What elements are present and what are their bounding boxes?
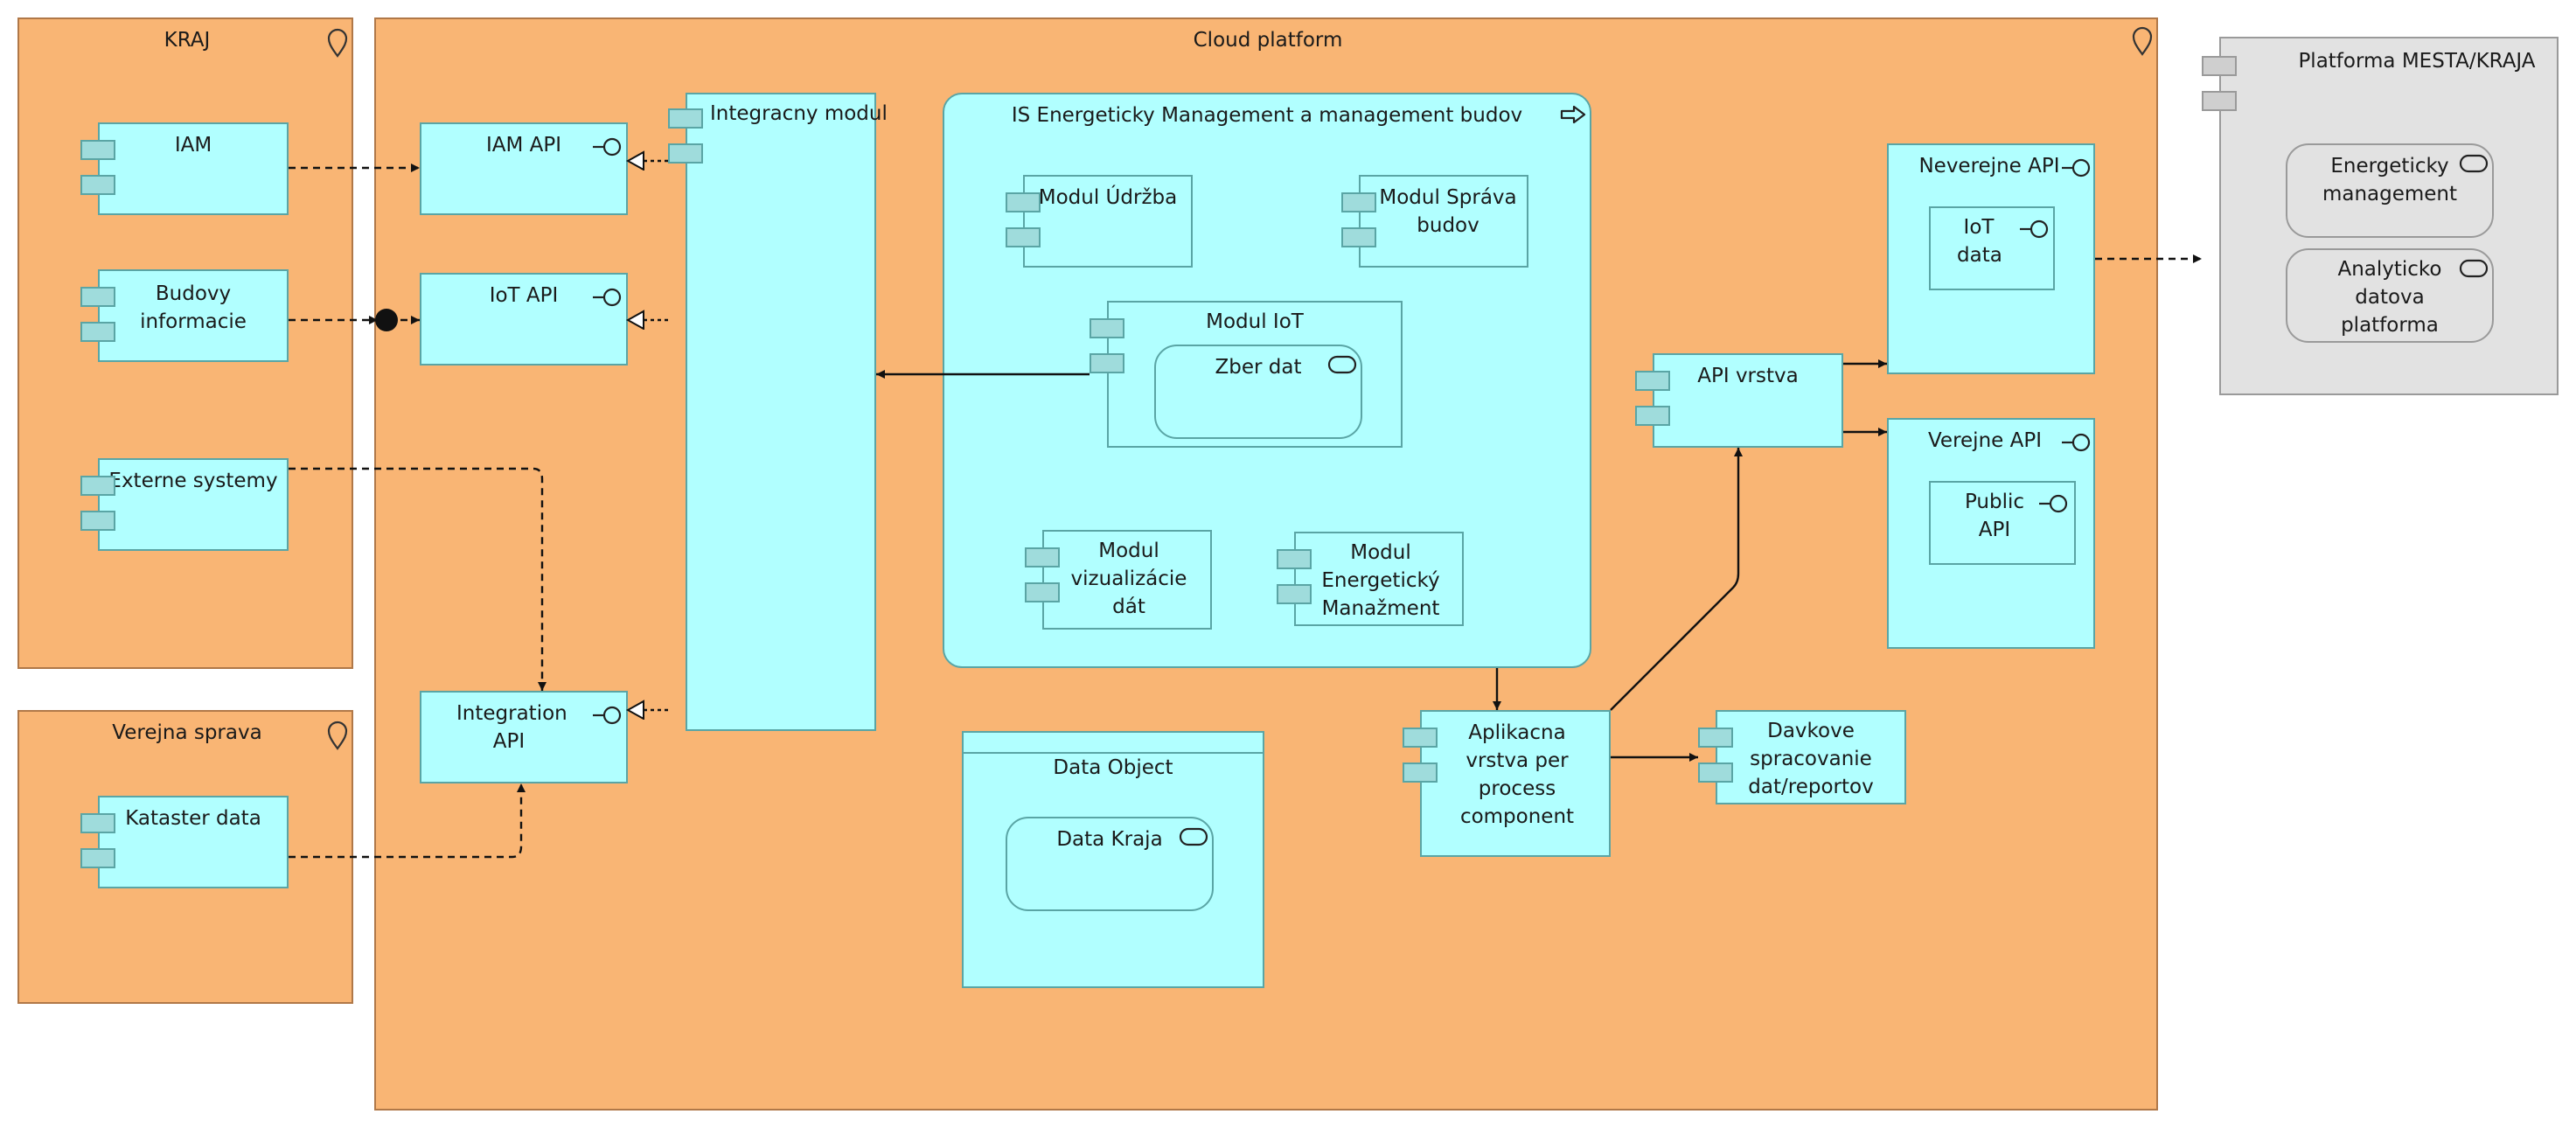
component-tab-icon [668,108,703,129]
component-tab-icon [80,848,115,868]
service-analyticko-datova-platforma[interactable]: Analyticko datova platforma [2286,248,2494,343]
component-modul-sprava-budov[interactable]: Modul Správa budov [1359,175,1528,268]
data-object-title: Data Object [1053,756,1173,779]
component-tab-icon [1090,353,1124,373]
group-platforma-label: Platforma MESTA/KRAJA [2298,50,2536,73]
component-kataster-data[interactable]: Kataster data [98,796,289,888]
component-tab-icon [80,322,115,342]
service-icon [2459,259,2489,278]
interface-public-api-label: Public API [1964,491,2025,541]
service-data-kraja-label: Data Kraja [1056,828,1163,851]
component-budovy-informacie[interactable]: Budovy informacie [98,269,289,362]
component-tab-icon [1006,192,1041,212]
component-tab-icon [1635,406,1670,426]
component-tab-icon [668,143,703,164]
component-tab-icon [1698,728,1733,748]
component-tab-icon [1341,192,1376,212]
component-tab-icon [1025,547,1060,567]
data-object[interactable]: Data Object Data Kraja [962,731,1264,988]
group-verejna-label: Verejna sprava [112,721,262,744]
interface-icon [2062,158,2091,178]
component-api-vrstva-label: API vrstva [1697,365,1799,387]
interface-public-api[interactable]: Public API [1929,481,2076,565]
component-tab-icon [80,287,115,307]
component-energeticky-label: Modul Energetický Manažment [1321,541,1440,620]
component-api-vrstva[interactable]: API vrstva [1653,353,1843,448]
component-tab-icon [80,476,115,496]
component-tab-icon [1635,371,1670,391]
service-icon [1327,355,1357,374]
component-modul-energeticky-manazment[interactable]: Modul Energetický Manažment [1294,532,1464,626]
component-budovy-label: Budovy informacie [140,282,247,333]
interface-neverejne-api[interactable]: Neverejne API IoT data [1887,143,2095,374]
component-tab-icon [1090,318,1124,338]
interface-iot-data-label: IoT data [1957,216,2002,267]
component-iam-label: IAM [174,134,212,157]
interface-icon [2062,433,2091,452]
interface-verejne-label: Verejne API [1927,429,2042,452]
group-kraj-label: KRAJ [164,29,211,52]
component-tab-icon [1698,762,1733,783]
service-data-kraja[interactable]: Data Kraja [1006,817,1214,911]
component-tab-icon [1277,584,1312,604]
component-integracny-modul[interactable]: Integracny modul [686,93,888,731]
component-kataster-label: Kataster data [125,807,261,830]
component-sprava-label: Modul Správa budov [1379,186,1517,237]
component-tab-icon [2202,56,2237,76]
component-tab-icon [1006,227,1041,247]
component-tab-icon [80,813,115,833]
service-zber-dat[interactable]: Zber dat [1154,345,1362,439]
interface-iot-api[interactable]: IoT API [420,273,628,366]
location-icon [2132,26,2153,56]
interface-integration-api[interactable]: Integration API [420,691,628,783]
component-aplikacna-label: Aplikacna vrstva per process component [1459,721,1575,828]
component-aplikacna-vrstva[interactable]: Aplikacna vrstva per process component [1420,710,1611,857]
component-tab-icon [80,511,115,531]
process-arrow-icon [1560,105,1586,124]
service-energeticky-management[interactable]: Energeticky management [2286,143,2494,238]
service-zber-label: Zber dat [1215,356,1302,379]
interface-iot-data[interactable]: IoT data [1929,206,2055,290]
component-iot-label: Modul IoT [1206,310,1304,333]
location-icon [327,28,348,58]
interface-iot-api-label: IoT API [489,284,559,307]
component-tab-icon [1277,549,1312,569]
interface-icon [593,706,622,725]
component-tab-icon [1025,582,1060,602]
component-modul-udrzba[interactable]: Modul Údržba [1023,175,1193,268]
interface-neverejne-label: Neverejne API [1918,155,2060,178]
location-icon [327,721,348,750]
component-udrzba-label: Modul Údržba [1038,186,1178,209]
component-tab-icon [2202,91,2237,111]
interface-verejne-api[interactable]: Verejne API Public API [1887,418,2095,649]
interface-integration-api-label: Integration API [456,702,567,753]
data-object-header-divider [964,752,1263,754]
application-is-title: IS Energeticky Management a management b… [1011,104,1523,127]
component-tab-icon [1403,728,1438,748]
interface-icon [593,137,622,157]
component-davkove-label: Davkove spracovanie dat/reportov [1748,720,1874,798]
interface-icon [2020,219,2049,239]
component-tab-icon [1403,762,1438,783]
interface-iam-api[interactable]: IAM API [420,122,628,215]
component-davkove-spracovanie[interactable]: Davkove spracovanie dat/reportov [1716,710,1906,804]
service-energeticky-management-label: Energeticky management [2322,155,2458,205]
component-vizualizacie-label: Modul vizualizácie dát [1070,540,1187,618]
component-tab-icon [80,175,115,195]
component-integracny-label: Integracny modul [710,102,888,125]
component-modul-vizualizacie[interactable]: Modul vizualizácie dát [1042,530,1212,630]
component-tab-icon [80,140,115,160]
service-analyticko-label: Analyticko datova platforma [2337,258,2442,337]
component-modul-iot[interactable]: Modul IoT Zber dat [1107,301,1403,448]
service-icon [2459,154,2489,173]
interface-iam-api-label: IAM API [485,134,562,157]
group-cloud-label: Cloud platform [1193,29,1343,52]
interface-icon [593,288,622,307]
interface-icon [2039,494,2068,513]
component-externe-label: Externe systemy [108,470,278,492]
component-tab-icon [1341,227,1376,247]
service-icon [1179,827,1208,846]
component-externe-systemy[interactable]: Externe systemy [98,458,289,551]
component-iam[interactable]: IAM [98,122,289,215]
